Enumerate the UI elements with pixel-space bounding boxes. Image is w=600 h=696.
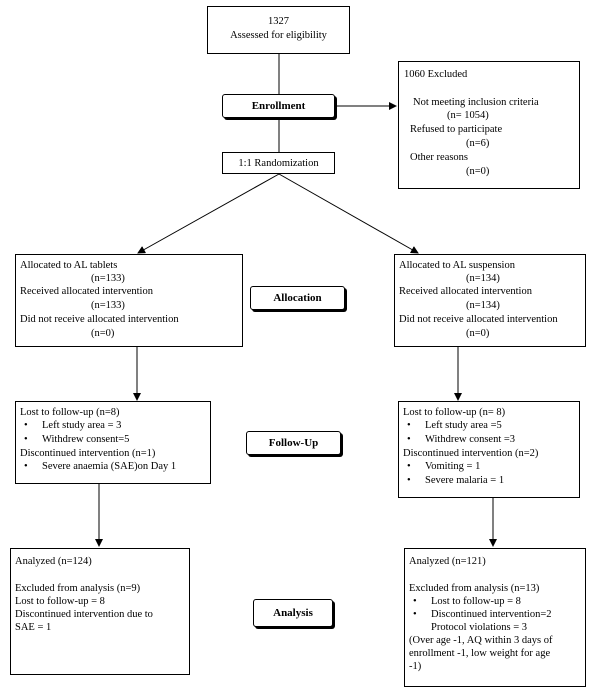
right-violation-detail-1: (Over age -1, AQ within 3 days of (409, 635, 553, 646)
bullet-icon: • (407, 475, 411, 486)
right-analyzed-label: Analyzed (n=121) (409, 556, 486, 567)
excluded-reason-count: (n= 1054) (447, 110, 489, 121)
left-received-label: Received allocated intervention (20, 286, 153, 297)
right-lost-followup: Lost to follow-up = 8 (431, 596, 521, 607)
right-received-label: Received allocated intervention (399, 286, 532, 297)
bullet-icon: • (407, 434, 411, 445)
stage-allocation: Allocation (250, 286, 345, 310)
left-lost-label: Lost to follow-up (n=8) (20, 407, 120, 418)
left-received-count: (n=133) (91, 300, 125, 311)
stage-enrollment: Enrollment (222, 94, 335, 118)
left-allocation-box: Allocated to AL tablets (n=133) Received… (15, 254, 243, 347)
right-not-received-count: (n=0) (466, 328, 490, 339)
eligibility-label: Assessed for eligibility (230, 30, 327, 41)
excluded-reason-count: (n=6) (466, 138, 490, 149)
excluded-reason-count: (n=0) (466, 166, 490, 177)
left-analyzed-label: Analyzed (n=124) (15, 556, 92, 567)
left-severe-anaemia: Severe anaemia (SAE)on Day 1 (42, 461, 177, 472)
bullet-icon: • (407, 461, 411, 472)
right-severe-malaria: Severe malaria = 1 (425, 475, 505, 486)
right-not-received-label: Did not receive allocated intervention (399, 314, 558, 325)
excluded-title: 1060 Excluded (404, 69, 468, 80)
left-analysis-box: Analyzed (n=124) Excluded from analysis … (10, 548, 190, 675)
right-discontinued-label: Discontinued intervention (n=2) (403, 448, 539, 459)
right-allocation-box: Allocated to AL suspension (n=134) Recei… (394, 254, 586, 347)
right-followup-box: Lost to follow-up (n= 8) • Left study ar… (398, 401, 580, 498)
left-allocated-count: (n=133) (91, 273, 125, 284)
left-withdrew-consent: Withdrew consent=5 (42, 434, 130, 445)
left-allocated-label: Allocated to AL tablets (20, 260, 118, 271)
right-lost-label: Lost to follow-up (n= 8) (403, 407, 506, 418)
arrow-to-right-allocation (278, 173, 419, 254)
excluded-box: 1060 Excluded Not meeting inclusion crit… (398, 61, 580, 189)
left-discontinued-due: Discontinued intervention due to (15, 609, 153, 620)
excluded-reason-label: Refused to participate (410, 124, 503, 135)
bullet-icon: • (24, 461, 28, 472)
randomization-box: 1:1 Randomization (222, 152, 335, 174)
right-allocated-count: (n=134) (466, 273, 500, 284)
excluded-reason-label: Not meeting inclusion criteria (413, 97, 539, 108)
right-left-study-area: Left study area =5 (425, 420, 502, 431)
bullet-icon: • (413, 609, 417, 620)
eligibility-count: 1327 (268, 16, 289, 27)
left-sae: SAE = 1 (15, 622, 52, 633)
left-not-received-count: (n=0) (91, 328, 115, 339)
right-excluded-analysis: Excluded from analysis (n=13) (409, 583, 540, 594)
left-lost-followup: Lost to follow-up = 8 (15, 596, 105, 607)
right-withdrew-consent: Withdrew consent =3 (425, 434, 516, 445)
right-violation-detail-2: enrollment -1, low weight for age (409, 648, 551, 659)
bullet-icon: • (413, 596, 417, 607)
arrow-to-left-allocation (137, 173, 280, 254)
right-protocol-violations: Protocol violations = 3 (431, 622, 528, 633)
right-vomiting: Vomiting = 1 (425, 461, 481, 472)
left-not-received-label: Did not receive allocated intervention (20, 314, 179, 325)
excluded-reason-label: Other reasons (410, 152, 469, 163)
left-discontinued-label: Discontinued intervention (n=1) (20, 448, 156, 459)
bullet-icon: • (24, 420, 28, 431)
bullet-icon: • (24, 434, 28, 445)
right-violation-detail-3: -1) (409, 661, 422, 672)
left-excluded-analysis: Excluded from analysis (n=9) (15, 583, 141, 594)
left-left-study-area: Left study area = 3 (42, 420, 122, 431)
right-allocated-label: Allocated to AL suspension (399, 260, 515, 271)
right-analysis-box: Analyzed (n=121) Excluded from analysis … (404, 548, 586, 687)
right-discontinued: Discontinued intervention=2 (431, 609, 552, 620)
stage-analysis: Analysis (253, 599, 333, 627)
eligibility-box: 1327 Assessed for eligibility (207, 6, 350, 54)
left-followup-box: Lost to follow-up (n=8) • Left study are… (15, 401, 211, 484)
stage-followup: Follow-Up (246, 431, 341, 455)
randomization-label: 1:1 Randomization (238, 158, 319, 169)
right-received-count: (n=134) (466, 300, 500, 311)
bullet-icon: • (407, 420, 411, 431)
